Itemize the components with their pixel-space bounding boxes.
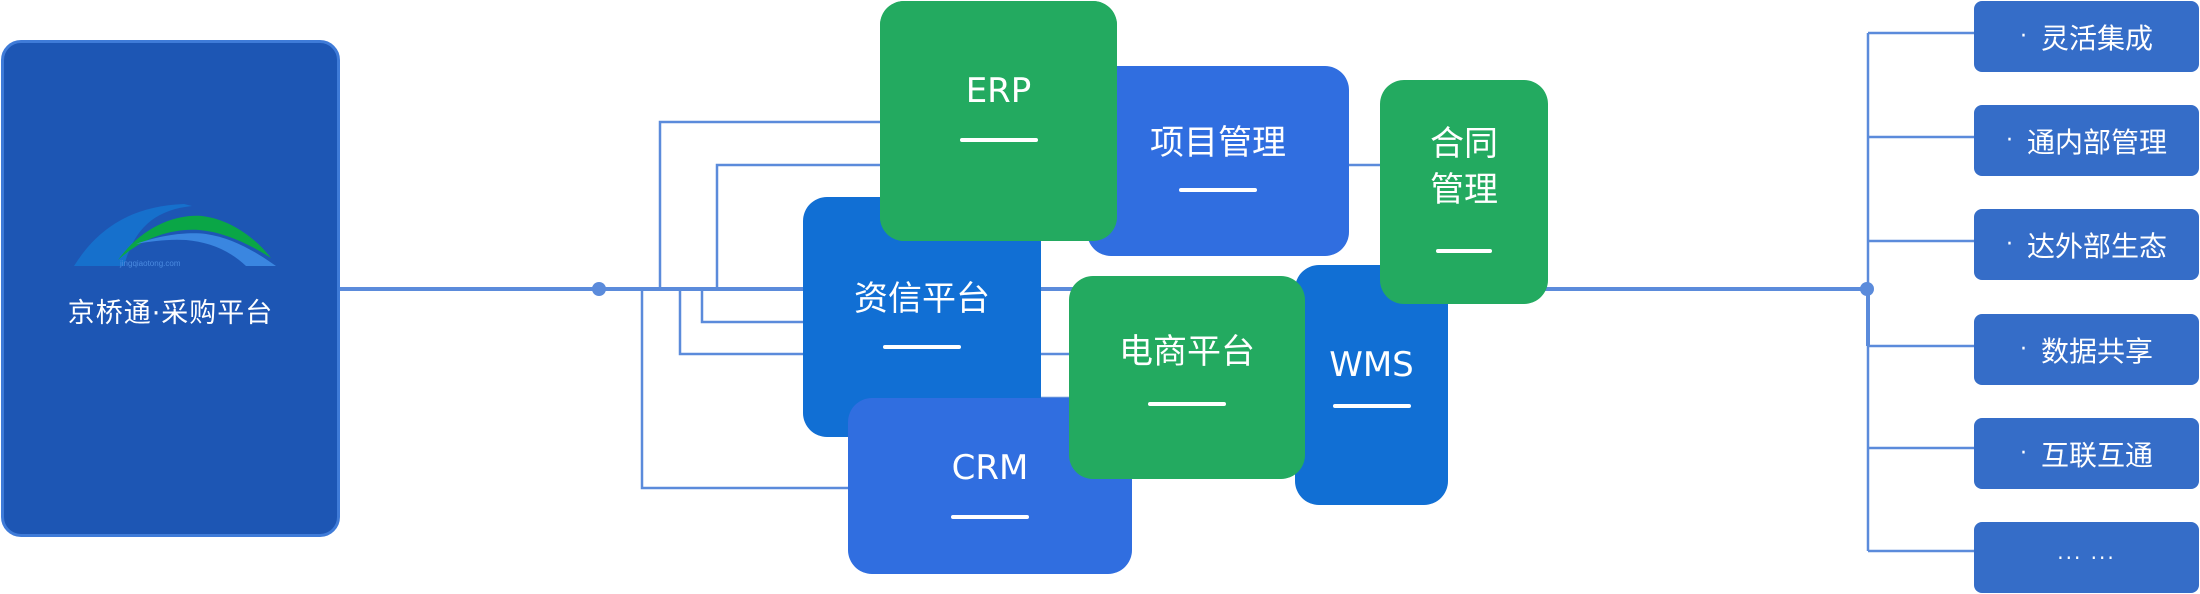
feature-label: 达外部生态 xyxy=(2026,229,2167,263)
module-credit-label: 资信平台 xyxy=(854,279,990,319)
module-erp-label-front: ERP xyxy=(965,71,1032,111)
feature-label: 灵活集成 xyxy=(2040,21,2153,55)
bullet-dot: · xyxy=(2019,24,2027,49)
module-contract-label-line2: 管理 xyxy=(1430,170,1498,210)
module-crm-label: CRM xyxy=(951,448,1029,488)
module-credit-underline xyxy=(883,345,961,349)
feature-flexible-integration[interactable]: · 灵活集成 xyxy=(1974,1,2199,72)
module-erp-underline-front xyxy=(959,138,1038,142)
feature-label: 互联互通 xyxy=(2040,438,2153,472)
module-ecommerce-underline xyxy=(1148,402,1226,406)
connector-to-erp-outer xyxy=(658,120,880,289)
bullet-dot: · xyxy=(2019,441,2027,466)
module-wms[interactable]: WMS xyxy=(1295,265,1448,505)
trunk-node-right xyxy=(1860,282,1874,296)
bullet-dot: · xyxy=(2019,337,2027,362)
module-erp-front: ERP xyxy=(880,1,1117,241)
connector-to-credit xyxy=(700,289,803,324)
feature-external-ecosystem[interactable]: · 达外部生态 xyxy=(1974,209,2199,280)
module-project-label: 项目管理 xyxy=(1150,123,1286,163)
feature-label: 数据共享 xyxy=(2040,334,2153,368)
module-wms-underline xyxy=(1332,404,1411,408)
feature-more-ellipsis: ··· ··· xyxy=(2057,545,2116,570)
module-ecommerce[interactable]: 电商平台 xyxy=(1069,276,1305,479)
bullet-dot: · xyxy=(2005,232,2013,257)
feature-more[interactable]: ··· ··· xyxy=(1974,522,2199,593)
connector-to-crm xyxy=(640,289,848,490)
feature-label: 通内部管理 xyxy=(2026,125,2167,159)
bridge-arc-logo-icon: jingqiaotong.com xyxy=(74,204,276,268)
trunk-node-left xyxy=(592,282,606,296)
module-contract-underline xyxy=(1436,249,1492,253)
module-contract[interactable]: 合同 管理 xyxy=(1380,80,1548,304)
feature-interconnection[interactable]: · 互联互通 xyxy=(1974,418,2199,489)
module-contract-label-line1: 合同 xyxy=(1430,124,1498,164)
platform-title: 京桥通·采购平台 xyxy=(67,298,274,329)
module-crm-underline xyxy=(951,515,1029,519)
module-wms-label: WMS xyxy=(1329,345,1414,385)
module-ecommerce-label: 电商平台 xyxy=(1119,332,1255,372)
module-project[interactable]: 项目管理 xyxy=(1087,66,1349,256)
logo-caption: jingqiaotong.com xyxy=(119,259,181,268)
feature-internal-management[interactable]: · 通内部管理 xyxy=(1974,105,2199,176)
module-project-underline xyxy=(1179,188,1257,192)
connector-to-erp-inner xyxy=(715,163,880,289)
procurement-platform-card: jingqiaotong.com 京桥通·采购平台 xyxy=(1,40,340,537)
feature-data-sharing[interactable]: · 数据共享 xyxy=(1974,314,2199,385)
bullet-dot: · xyxy=(2005,128,2013,153)
